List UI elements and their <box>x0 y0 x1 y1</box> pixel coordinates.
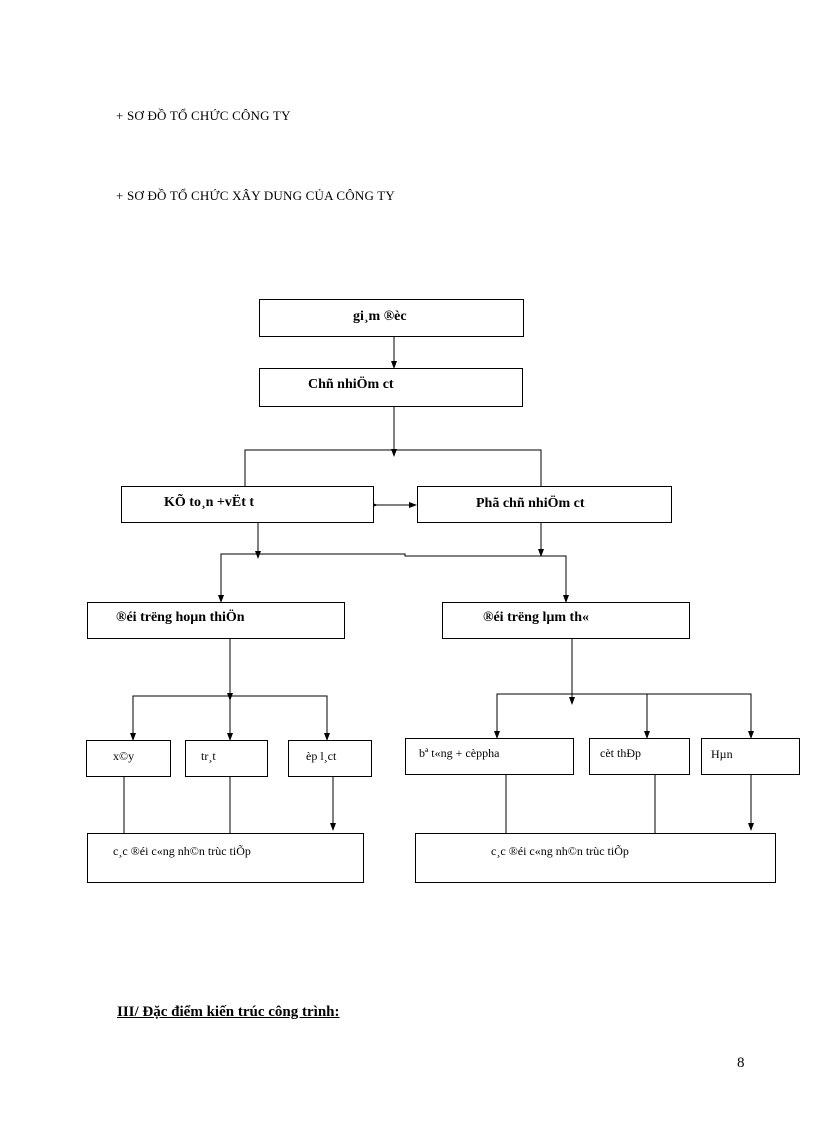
workers-box-right: c¸c ®éi c«ng nh©n trùc tiÕp <box>415 833 776 883</box>
task-label-welding: Hµn <box>711 747 733 761</box>
rough-team-box: ®éi tr­ëng lµm th« <box>442 602 690 639</box>
deputy-manager-label: Phã chñ nhiÖm ct <box>476 496 585 511</box>
finishing-team-box: ®éi tr­ëng hoµn thiÖn <box>87 602 345 639</box>
task-label-tiling: èp l¸ct <box>306 749 337 763</box>
task-box-rebar: cèt thÐp <box>589 738 690 775</box>
project-manager-box: Chñ nhiÖm ct <box>259 368 523 407</box>
page-number: 8 <box>737 1055 745 1071</box>
finishing-team-label: ®éi tr­ëng hoµn thiÖn <box>116 610 245 625</box>
heading-company-org-chart: + SƠ ĐỒ TỔ CHỨC CÔNG TY <box>116 108 291 123</box>
director-label: gi¸m ®èc <box>353 309 407 324</box>
heading-construction-org-chart: + SƠ ĐỒ TỔ CHỨC XÂY DUNG CỦA CÔNG TY <box>116 188 395 203</box>
rough-team-label: ®éi tr­ëng lµm th« <box>483 610 590 625</box>
director-box: gi¸m ®èc <box>259 299 524 337</box>
workers-label-left: c¸c ®éi c«ng nh©n trùc tiÕp <box>113 844 251 858</box>
section-title: III/ Đặc điểm kiến trúc công trình: <box>117 1004 340 1020</box>
accountant-label: KÕ to¸n +vËt t <box>164 495 255 510</box>
task-label-plastering: tr¸t <box>201 749 216 763</box>
task-label-concrete-formwork: bª t«ng + cèppha <box>419 746 500 760</box>
project-manager-label: Chñ nhiÖm ct <box>308 377 394 392</box>
workers-box-left: c¸c ®éi c«ng nh©n trùc tiÕp <box>87 833 364 883</box>
task-box-concrete-formwork: bª t«ng + cèppha <box>405 738 574 775</box>
task-box-plastering: tr¸t <box>185 740 268 777</box>
workers-label-right: c¸c ®éi c«ng nh©n trùc tiÕp <box>491 844 629 858</box>
deputy-manager-box: Phã chñ nhiÖm ct <box>417 486 672 523</box>
task-label-rebar: cèt thÐp <box>600 746 641 760</box>
accountant-box: KÕ to¸n +vËt t <box>121 486 374 523</box>
task-box-welding: Hµn <box>701 738 800 775</box>
task-box-tiling: èp l¸ct <box>288 740 372 777</box>
task-label-masonry: x©y <box>113 749 135 763</box>
task-box-masonry: x©y <box>86 740 171 777</box>
